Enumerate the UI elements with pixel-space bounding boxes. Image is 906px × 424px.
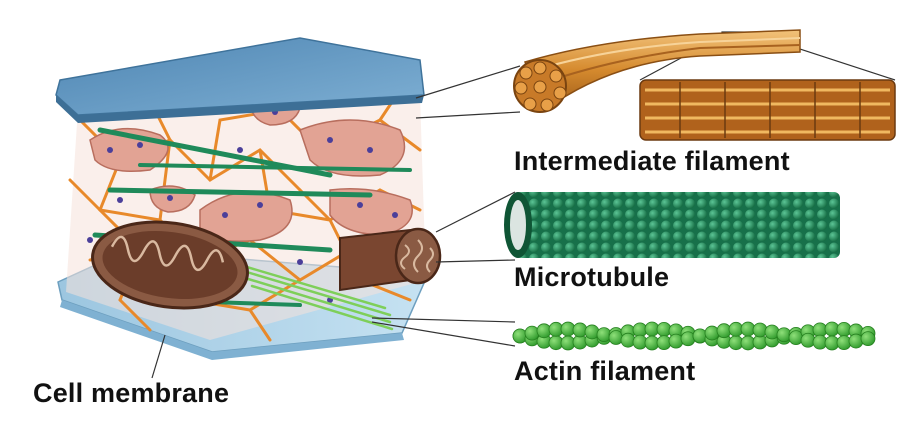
microtubule-tube <box>504 192 840 258</box>
actin-bead <box>848 333 864 349</box>
actin-bead <box>704 325 720 341</box>
intermediate-filament-label: Intermediate filament <box>514 146 790 176</box>
actin-filament-label: Actin filament <box>514 356 696 386</box>
intermediate-filament-rope <box>513 29 801 113</box>
bottom-membrane-edge <box>60 300 404 360</box>
mitochondrion-small <box>339 227 442 292</box>
pointer-lines <box>151 31 896 379</box>
actin-bead <box>668 333 684 349</box>
actin-bundles <box>148 260 394 331</box>
actin-bead <box>860 331 876 347</box>
intermediate-filament-detail <box>639 79 896 141</box>
endoplasmic-reticulum <box>89 97 413 242</box>
top-membrane-edge <box>56 95 424 123</box>
microtubule-label: Microtubule <box>514 262 670 292</box>
actin-bead <box>524 325 540 341</box>
actin-filament-chain <box>512 321 876 351</box>
mitochondrion <box>91 220 249 310</box>
cell-membrane-label: Cell membrane <box>33 378 230 408</box>
